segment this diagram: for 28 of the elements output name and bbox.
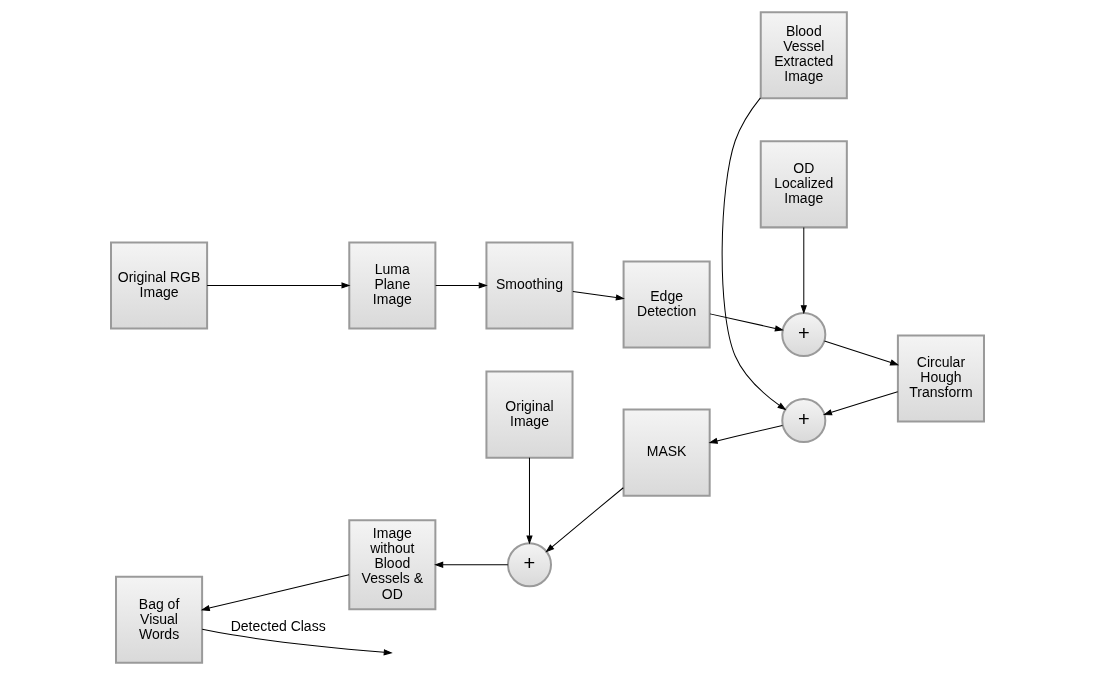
node-box: Original Image bbox=[484, 370, 574, 459]
arrow bbox=[206, 282, 349, 289]
arrow bbox=[800, 227, 807, 314]
node-box: Circular Hough Transform bbox=[896, 334, 985, 423]
arrow bbox=[823, 340, 898, 366]
arrow bbox=[201, 628, 392, 656]
node-box: Edge Detection bbox=[622, 260, 711, 349]
node-box: Bag of Visual Words bbox=[114, 575, 203, 664]
node-box: Luma Plane Image bbox=[347, 241, 436, 330]
arrow bbox=[526, 457, 532, 544]
arrow bbox=[545, 487, 624, 552]
arrow bbox=[709, 424, 783, 444]
node-box: OD Localized Image bbox=[759, 140, 848, 229]
arrow bbox=[721, 97, 786, 410]
node-box: MASK bbox=[622, 408, 711, 497]
node-box: Blood Vessel Extracted Image bbox=[759, 11, 848, 100]
arrow bbox=[823, 391, 898, 416]
arrow bbox=[709, 313, 783, 332]
arrow bbox=[434, 561, 508, 568]
node-circle: + bbox=[780, 311, 826, 357]
arrow bbox=[201, 574, 350, 612]
arrow bbox=[571, 290, 624, 301]
node-circle: + bbox=[780, 398, 826, 444]
arrow bbox=[434, 282, 487, 289]
node-box: Image without Blood Vessels & OD bbox=[347, 519, 436, 611]
node-box: Original RGB Image bbox=[109, 241, 208, 330]
edge-label: Detected Class bbox=[230, 618, 326, 635]
node-box: Smoothing bbox=[484, 241, 574, 330]
